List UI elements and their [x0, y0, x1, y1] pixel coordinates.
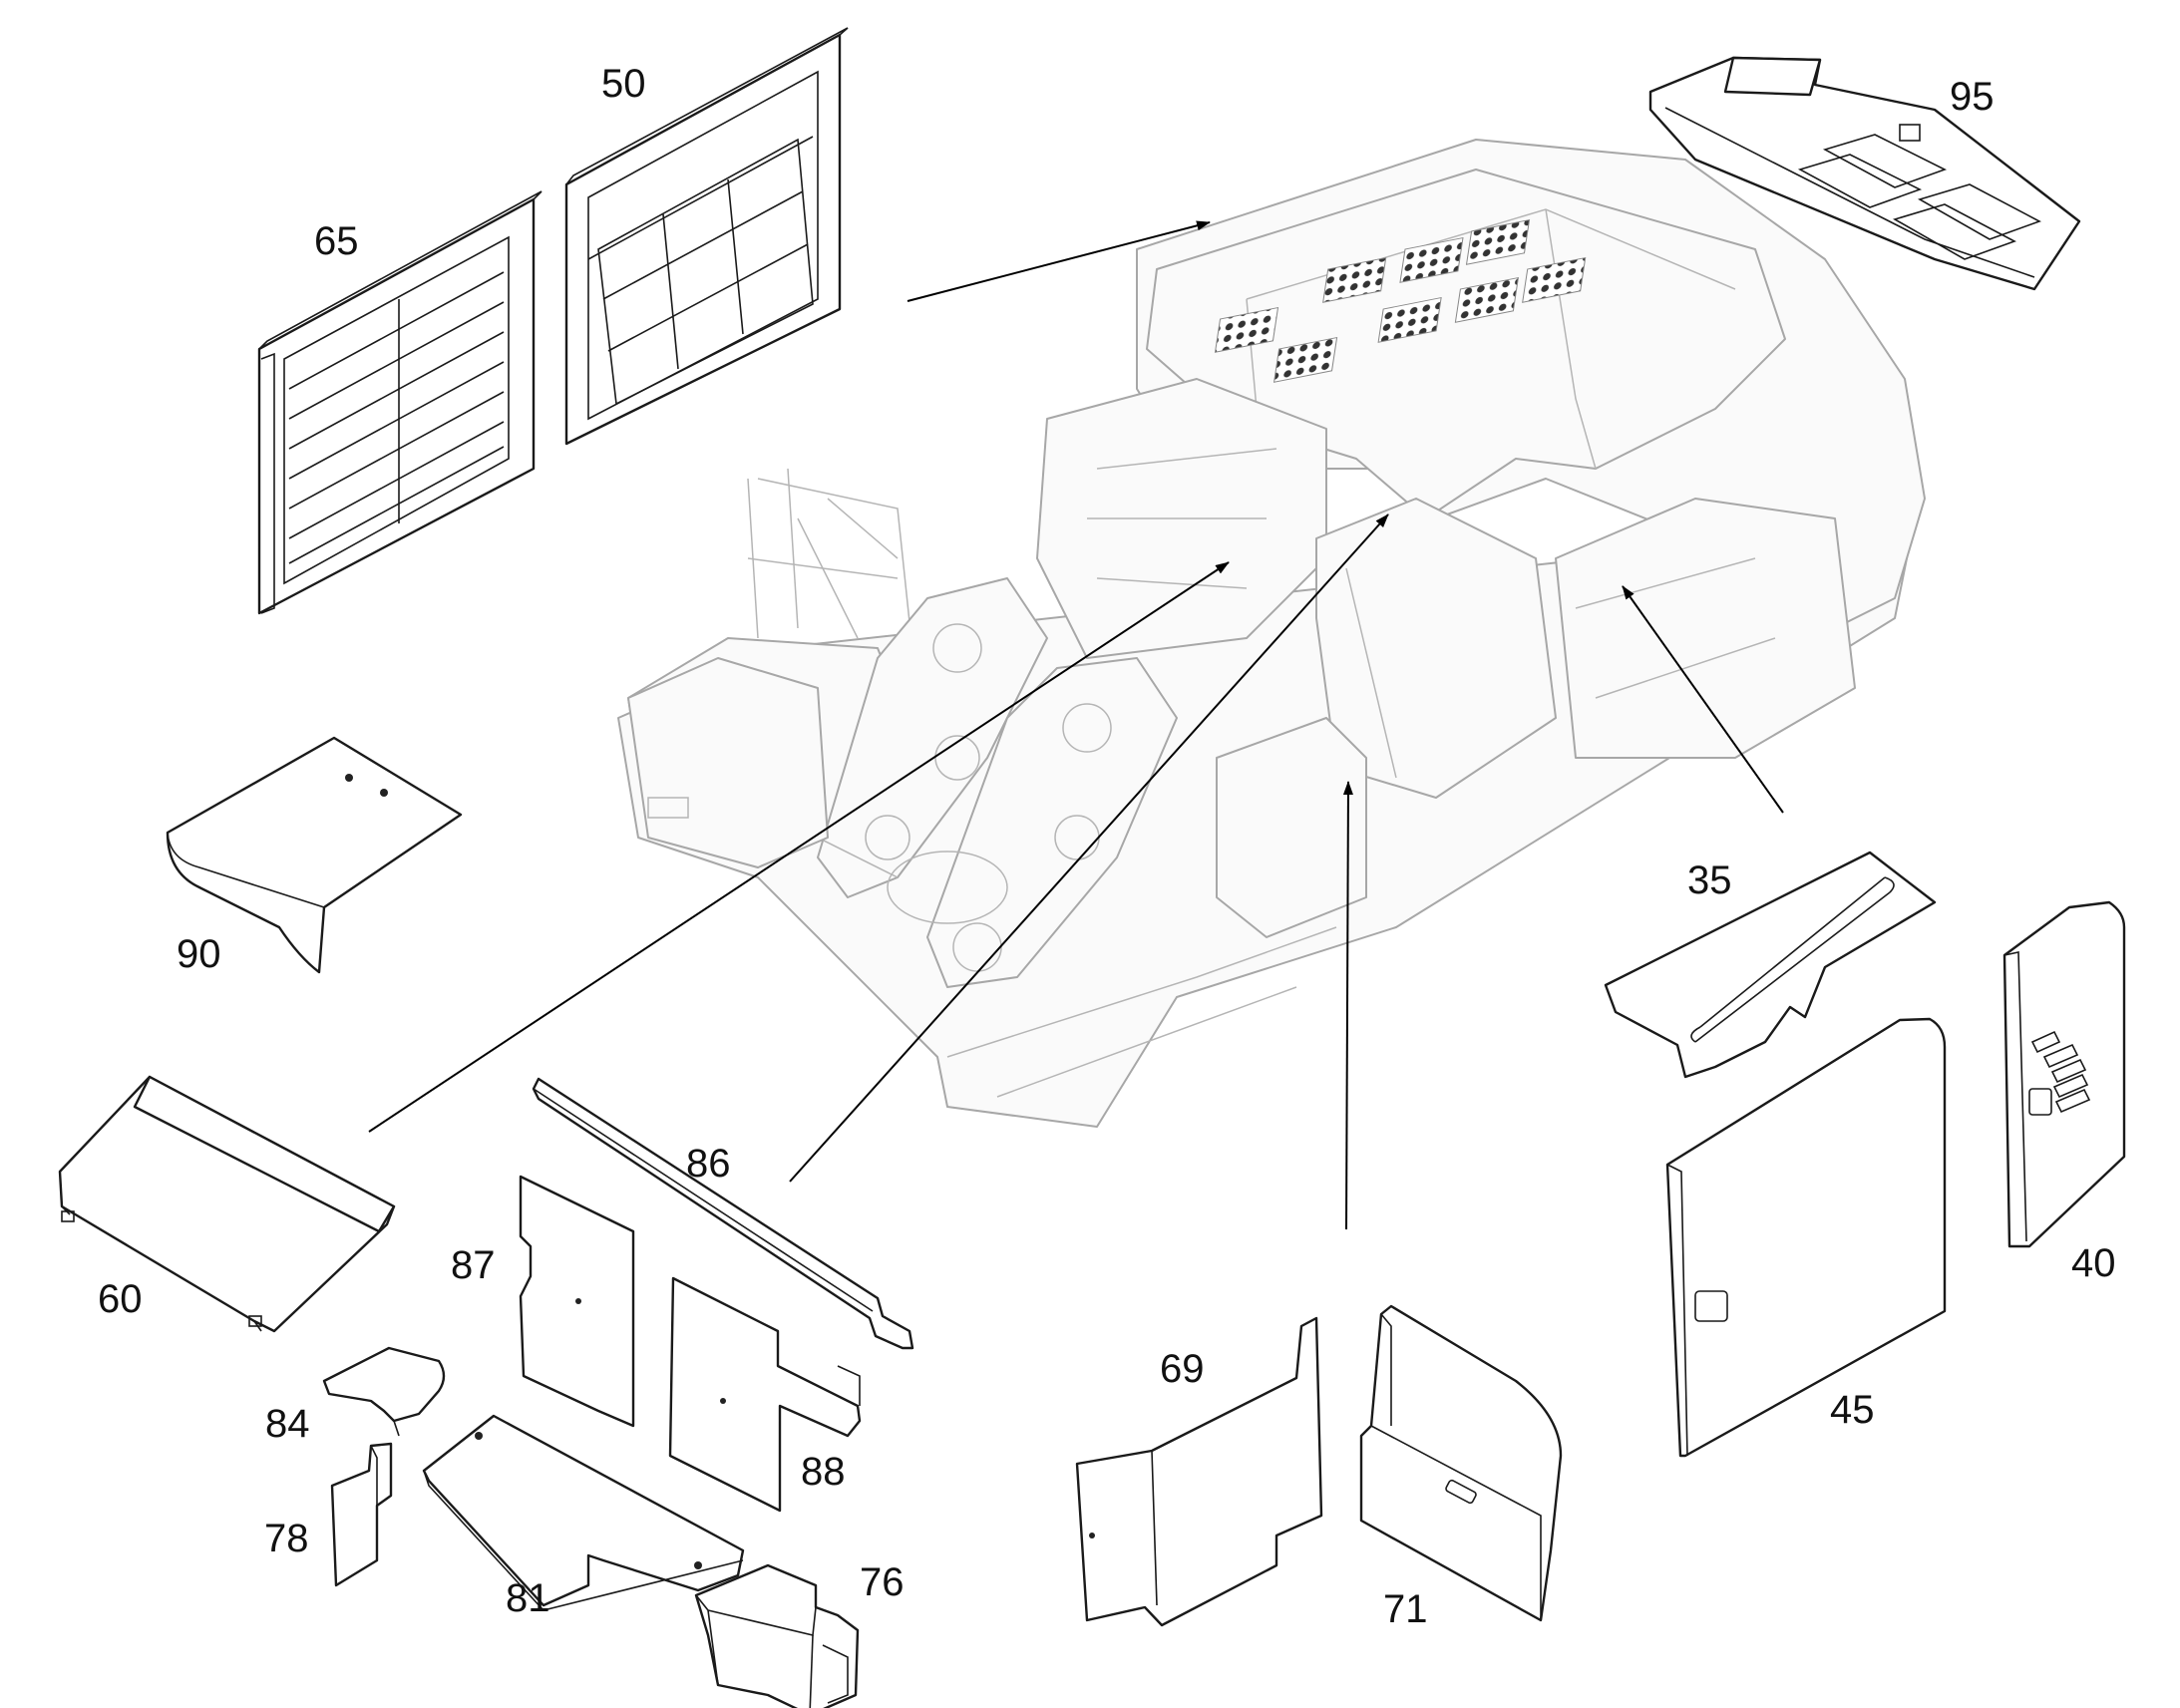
label-71: 71	[1383, 1587, 1428, 1631]
part-86-bracket-strip[interactable]	[532, 1077, 914, 1350]
door-40-latch-icon	[2028, 1088, 2052, 1116]
label-88: 88	[801, 1450, 846, 1494]
part-90-curved-cover[interactable]	[166, 736, 463, 974]
label-60: 60	[98, 1277, 143, 1321]
leader-86	[789, 513, 1389, 1183]
leader-lines	[368, 220, 1784, 1230]
panel-71-handle-icon	[1445, 1479, 1477, 1505]
upper-structure-assembly	[617, 139, 1926, 1128]
leader-69-71	[1342, 781, 1353, 1230]
part-88-stepped-panel[interactable]	[668, 1276, 862, 1513]
leader-60	[368, 561, 1230, 1133]
part-35-top-plate[interactable]	[1604, 851, 1937, 1079]
leader-95	[907, 220, 1211, 302]
part-69-stepped-panel[interactable]	[1075, 1316, 1323, 1627]
label-50: 50	[601, 62, 646, 106]
part-number-labels: 95 50 65 90 35 40 45 60 86 87 84 88 78 8…	[98, 62, 2116, 1631]
part-95-top-cover[interactable]	[1648, 56, 2081, 291]
part-50-window-panel[interactable]	[564, 27, 849, 446]
part-45-large-door[interactable]	[1665, 1017, 1947, 1458]
label-90: 90	[177, 932, 221, 976]
leader-35	[1622, 585, 1784, 814]
part-78-angle-bracket[interactable]	[330, 1442, 393, 1587]
part-60-grille-cover[interactable]	[58, 1075, 396, 1333]
label-35: 35	[1687, 858, 1732, 902]
part-81-floor-plate[interactable]	[422, 1414, 745, 1611]
part-71-cover-panel[interactable]	[1359, 1304, 1563, 1622]
part-87-side-panel[interactable]	[519, 1175, 635, 1428]
label-81: 81	[506, 1576, 550, 1620]
hood-vent-grilles	[1214, 218, 1587, 383]
label-69: 69	[1160, 1347, 1205, 1391]
top-cover-slots	[1797, 134, 2041, 260]
door-45-latch-icon	[1694, 1290, 1728, 1322]
label-76: 76	[860, 1560, 905, 1604]
label-78: 78	[264, 1517, 309, 1560]
part-84-small-bracket[interactable]	[322, 1346, 446, 1437]
part-40-side-door[interactable]	[2002, 900, 2126, 1248]
louver-slats	[288, 271, 505, 564]
label-95: 95	[1950, 75, 1995, 119]
label-65: 65	[314, 219, 359, 263]
door-40-vent-slots	[2030, 1030, 2091, 1114]
label-45: 45	[1830, 1388, 1875, 1432]
label-84: 84	[265, 1402, 310, 1446]
window-grid	[597, 138, 814, 406]
part-65-louver-panel[interactable]	[257, 190, 543, 615]
label-86: 86	[686, 1142, 731, 1186]
label-87: 87	[451, 1243, 496, 1287]
part-76-box-bracket[interactable]	[694, 1563, 860, 1708]
label-40: 40	[2071, 1241, 2116, 1285]
